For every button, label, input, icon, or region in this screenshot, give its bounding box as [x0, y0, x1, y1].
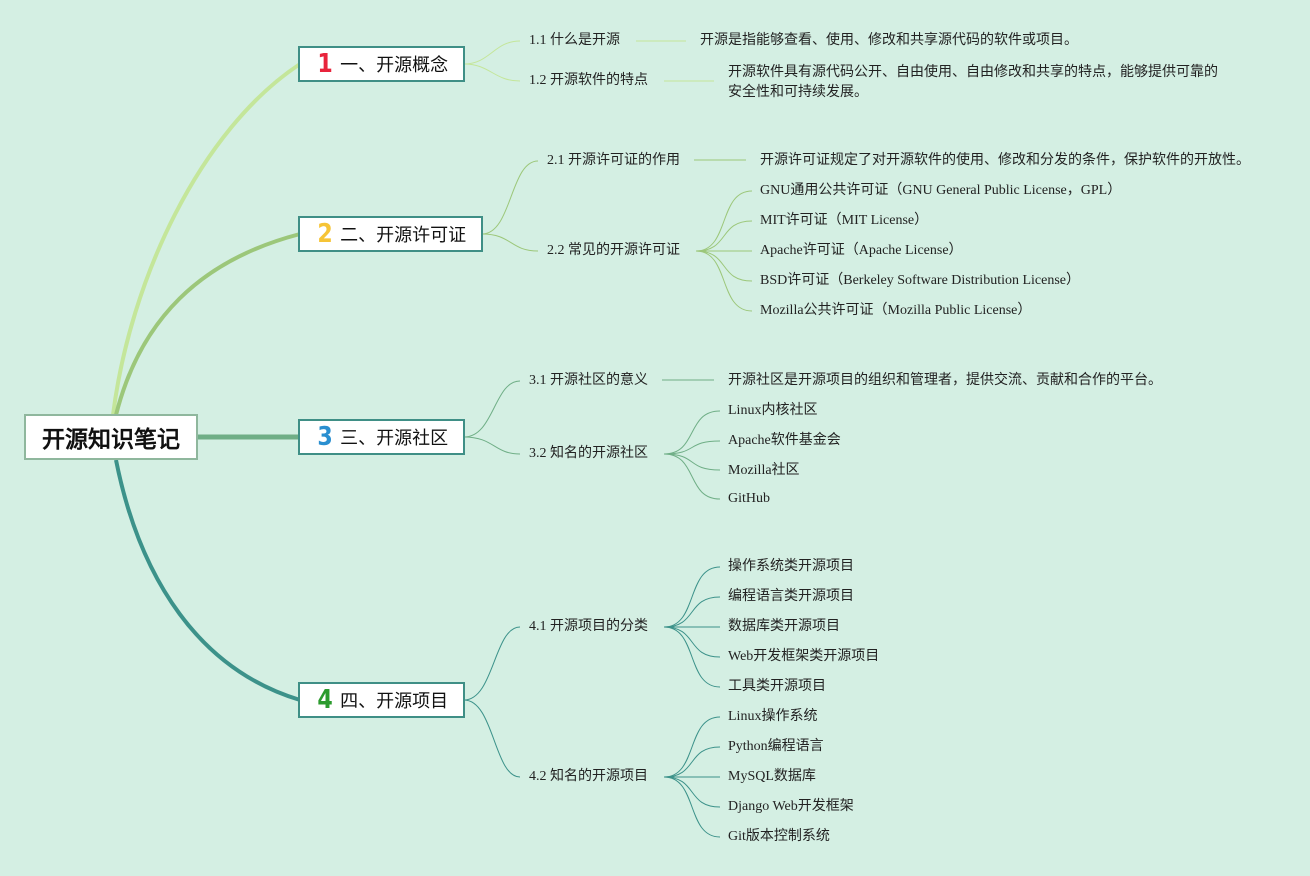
leaf-node[interactable]: Web开发框架类开源项目 [728, 649, 880, 664]
leaf-node[interactable]: Linux内核社区 [728, 403, 818, 418]
number-3-icon: 3 [317, 422, 333, 452]
leaf-node[interactable]: 开源是指能够查看、使用、修改和共享源代码的软件或项目。 [700, 33, 1078, 48]
leaf-node[interactable]: 开源软件具有源代码公开、自由使用、自由修改和共享的特点，能够提供可靠的安全性和可… [728, 65, 1218, 100]
topic-node[interactable]: 2.1 开源许可证的作用 [547, 153, 680, 168]
root-link-4 [114, 459, 301, 702]
number-4-icon: 4 [317, 685, 333, 715]
topic-node[interactable]: 1.2 开源软件的特点 [529, 73, 648, 88]
leaf-node[interactable]: 开源社区是开源项目的组织和管理者，提供交流、贡献和合作的平台。 [728, 373, 1162, 388]
root-link-2 [114, 232, 301, 416]
branch-label: 四、开源项目 [340, 691, 449, 712]
leaf-node[interactable]: BSD许可证（Berkeley Software Distribution Li… [760, 273, 1081, 288]
branch-node-open-source-concept[interactable]: 1 一、开源概念 [298, 46, 465, 82]
leaf-node[interactable]: 操作系统类开源项目 [728, 559, 854, 574]
leaf-node[interactable]: GitHub [728, 491, 770, 506]
leaf-node[interactable]: Django Web开发框架 [728, 799, 854, 814]
branch-label: 三、开源社区 [340, 428, 449, 449]
leaf-node[interactable]: Git版本控制系统 [728, 829, 830, 844]
leaf-node[interactable]: MySQL数据库 [728, 769, 816, 784]
leaf-node[interactable]: GNU通用公共许可证（GNU General Public License，GP… [760, 183, 1122, 198]
leaf-node[interactable]: 工具类开源项目 [728, 679, 826, 694]
leaf-node[interactable]: Apache软件基金会 [728, 433, 841, 448]
leaf-node[interactable]: 编程语言类开源项目 [728, 589, 854, 604]
branch-node-community[interactable]: 3 三、开源社区 [298, 419, 465, 455]
leaf-node[interactable]: 开源许可证规定了对开源软件的使用、修改和分发的条件，保护软件的开放性。 [760, 153, 1250, 168]
branch-label: 二、开源许可证 [340, 225, 467, 246]
topic-node[interactable]: 3.1 开源社区的意义 [529, 373, 648, 388]
number-2-icon: 2 [317, 219, 333, 249]
leaf-node[interactable]: MIT许可证（MIT License） [760, 213, 929, 228]
branch-label: 一、开源概念 [340, 55, 449, 76]
leaf-node[interactable]: Python编程语言 [728, 739, 824, 754]
leaf-node[interactable]: Mozilla社区 [728, 463, 800, 478]
leaf-node[interactable]: 数据库类开源项目 [728, 619, 840, 634]
root-label: 开源知识笔记 [42, 427, 180, 453]
branch-node-projects[interactable]: 4 四、开源项目 [298, 682, 465, 718]
topic-node[interactable]: 2.2 常见的开源许可证 [547, 243, 680, 258]
topic-node[interactable]: 4.1 开源项目的分类 [529, 619, 648, 634]
topic-node[interactable]: 1.1 什么是开源 [529, 33, 620, 48]
leaf-node[interactable]: Mozilla公共许可证（Mozilla Public License） [760, 303, 1032, 318]
leaf-node[interactable]: Linux操作系统 [728, 709, 818, 724]
leaf-node[interactable]: Apache许可证（Apache License） [760, 243, 963, 258]
number-1-icon: 1 [317, 49, 333, 79]
branch-node-licenses[interactable]: 2 二、开源许可证 [298, 216, 483, 252]
topic-node[interactable]: 4.2 知名的开源项目 [529, 769, 648, 784]
topic-node[interactable]: 3.2 知名的开源社区 [529, 446, 648, 461]
root-link-1 [111, 62, 302, 416]
root-node[interactable]: 开源知识笔记 [24, 414, 198, 460]
